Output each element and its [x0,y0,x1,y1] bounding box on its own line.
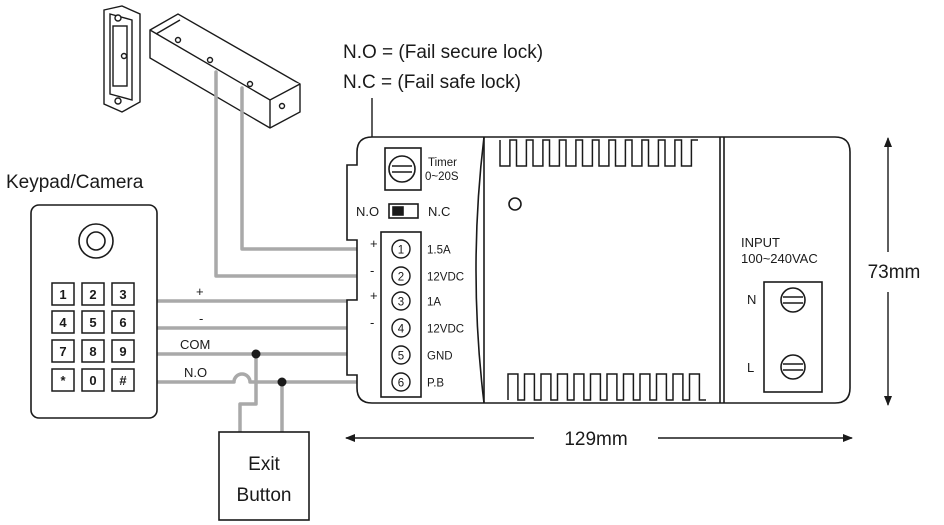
terminal-label: 1.5A [427,245,451,257]
keypad-key [51,282,75,306]
wire-label-com: COM [180,337,210,352]
terminal-number: 4 [398,324,405,336]
input-title: INPUT [741,235,780,250]
input-screw-l-icon [780,354,806,380]
wire-label-plus: + [196,284,204,299]
keypad-key [111,339,135,363]
switch-label-no: N.O [356,204,379,219]
terminal-screw-icon [391,291,411,311]
psu-led-icon [508,197,522,211]
psu-fins-top [499,139,698,167]
keypad-key-label: 8 [89,344,96,359]
wire-label-no: N.O [184,365,207,380]
keypad-key-label: 4 [59,315,67,330]
input-l-label: L [747,360,754,375]
exit-button-line2: Button [237,485,292,506]
terminal-screw-icon [391,345,411,365]
terminal-screw-icon [391,266,411,286]
terminal-number: 2 [398,272,404,284]
psu-fins-bottom [507,373,706,401]
keypad-key [81,310,105,334]
height-label: 73mm [868,262,921,283]
note-fail-safe: N.C = (Fail safe lock) [343,72,521,93]
exit-button: Exit Button [218,431,310,521]
width-label: 129mm [564,429,627,450]
keypad-key-label: 7 [59,344,66,359]
width-dimension: 129mm [345,429,853,450]
keypad-key [51,339,75,363]
magnetic-lock-icon [103,5,301,129]
keypad-key-label: * [60,373,66,388]
timer-range: 0~20S [425,171,459,183]
terminal-label: 1A [427,297,441,309]
terminal-label: P.B [427,378,444,390]
terminal-block: 1 1.5A +2 12VDC - 3 1A +4 12VDC - 5 GND 6 P.B [370,236,464,392]
wires [153,70,392,434]
lock-wire-minus [214,70,392,278]
terminal-label: 12VDC [427,272,464,284]
keypad-key-label: 9 [119,344,126,359]
terminal-number: 1 [398,245,404,257]
keypad-key [51,368,75,392]
terminal-screw-icon [391,372,411,392]
terminal-polarity: - [370,315,374,330]
keypad-wire-no [153,372,392,384]
keypad-keys: 1 2 3 4 5 6 7 8 9 * 0 # [51,282,135,392]
keypad-key-label: 3 [119,287,126,302]
keypad: 1 2 3 4 5 6 7 8 9 * 0 # [30,204,158,419]
switch-label-nc: N.C [428,204,450,219]
keypad-key-label: # [119,373,127,388]
keypad-key-label: 1 [59,287,66,302]
keypad-key [81,339,105,363]
height-dimension: 73mm [868,137,921,406]
keypad-key [81,368,105,392]
keypad-key-label: 5 [89,315,96,330]
terminal-label: GND [427,351,453,363]
timer-label: Timer [428,157,457,169]
keypad-key [111,368,135,392]
terminal-number: 6 [398,378,404,390]
input-n-label: N [747,292,756,307]
terminal-screw-icon [391,318,411,338]
power-supply [346,136,851,404]
lock-wire-plus [240,86,392,251]
exit-button-line1: Exit [248,454,280,475]
terminal-screw-icon [391,239,411,259]
wire-label-minus: - [199,311,203,326]
input-range: 100~240VAC [741,251,818,266]
note-fail-secure: N.O = (Fail secure lock) [343,42,543,63]
keypad-key-label: 6 [119,315,126,330]
keypad-key [111,282,135,306]
terminal-number: 5 [398,351,404,363]
keypad-key [111,310,135,334]
input-screw-n-icon [780,287,806,313]
keypad-key [81,282,105,306]
junction-dot-no [277,377,287,387]
keypad-key [51,310,75,334]
terminal-polarity: - [370,263,374,278]
timer-pot-icon [388,155,416,183]
terminal-polarity: + [370,236,378,251]
junction-dot-com [251,349,261,359]
keypad-key-label: 0 [89,373,96,388]
terminal-label: 12VDC [427,324,464,336]
keypad-title: Keypad/Camera [6,172,144,193]
keypad-key-label: 2 [89,287,96,302]
terminal-polarity: + [370,288,378,303]
terminal-number: 3 [398,297,404,309]
exit-wire-a [238,352,258,434]
